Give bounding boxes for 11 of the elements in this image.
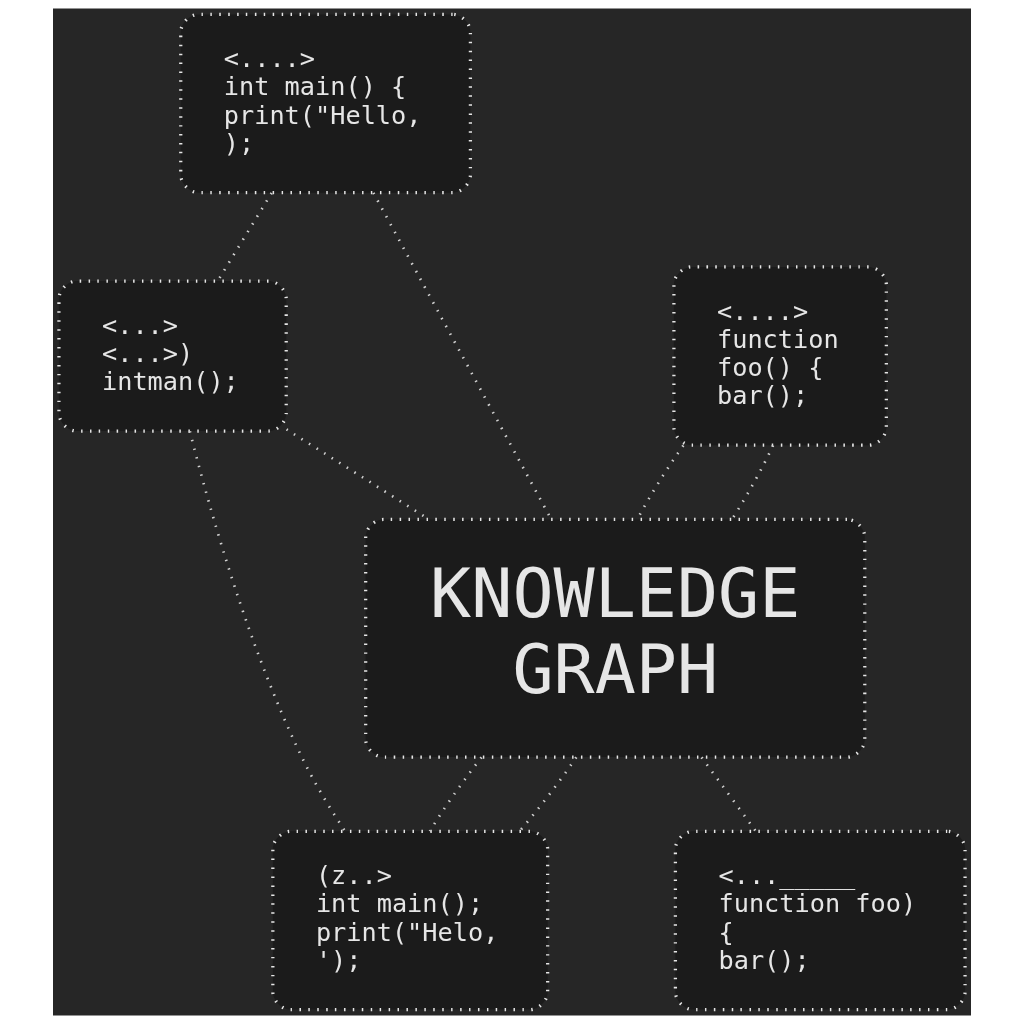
connector <box>700 756 757 832</box>
node-box: (z..> int main(); print("Helo, '); <box>271 829 550 1012</box>
node-box: <..._____ function foo) { bar(); <box>673 829 967 1012</box>
node-box: KNOWLEDGE GRAPH <box>364 517 867 759</box>
connector <box>428 756 483 832</box>
connector <box>731 444 775 520</box>
node-box: <...> <...>) intman(); <box>57 279 288 433</box>
node-box: <....> function foo() { bar(); <box>672 265 888 447</box>
connector <box>188 430 347 833</box>
connector <box>518 756 578 833</box>
node-box: <....> int main() { print("Hello, ); <box>179 12 473 195</box>
